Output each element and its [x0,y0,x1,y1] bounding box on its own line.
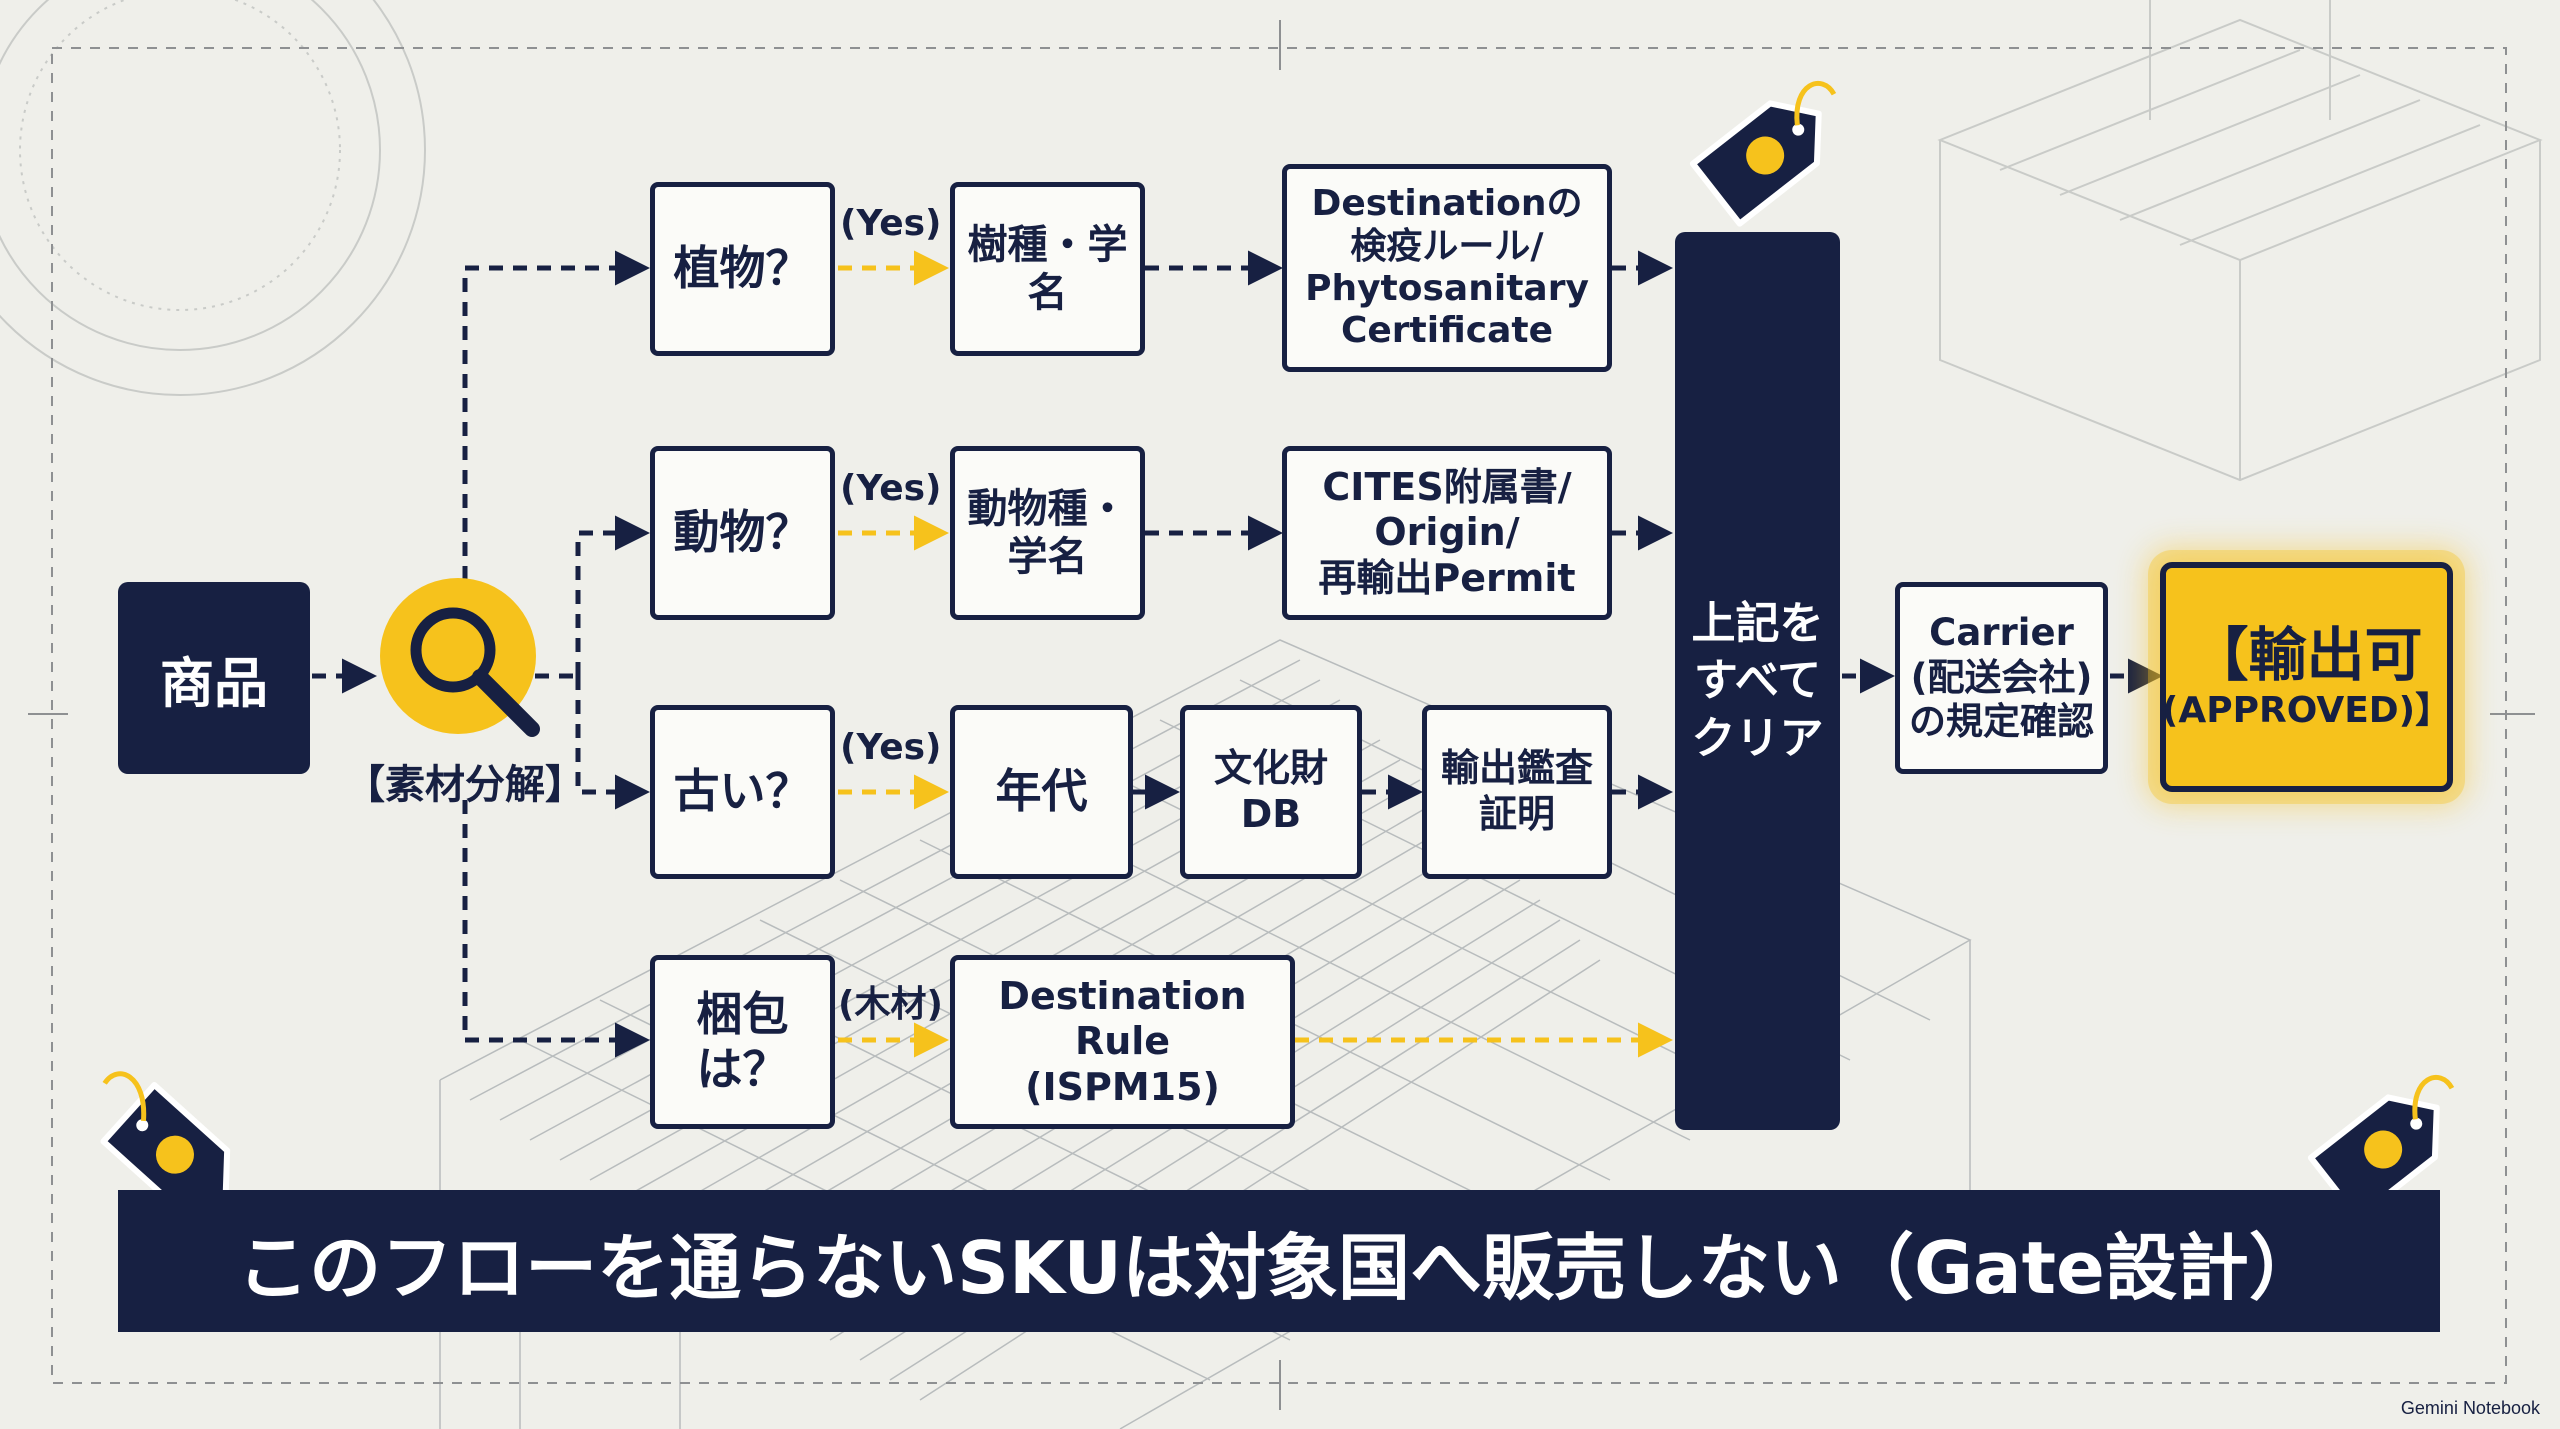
label-yes-old: (Yes) [840,727,942,768]
gate-clear-all: 上記を すべて クリア [1675,232,1840,1130]
edge-to-packaging [462,800,650,1058]
approved-sub-text: (APPROVED)】 [2161,689,2452,731]
node-export-certificate: 輸出鑑査 証明 [1422,705,1612,879]
price-tag-icon [100,1071,231,1211]
label-yes-animal: (Yes) [840,468,942,509]
label-material-breakdown: 【素材分解】 [345,762,585,808]
node-carrier-check: Carrier (配送会社) の規定確認 [1895,582,2108,774]
watermark: Gemini Notebook [2400,1398,2540,1418]
magnifier-icon [380,578,540,737]
node-packaging-rule: Destination Rule (ISPM15) [950,955,1295,1129]
node-old-question: 古い？ [650,705,835,879]
node-plant-rule: Destinationの 検疫ルール/ Phytosanitary Certif… [1282,164,1612,372]
edge-to-old [575,676,650,810]
node-animal-species: 動物種・ 学名 [950,446,1145,620]
edge-to-plant [462,250,650,580]
approved-badge: 【輸出可 (APPROVED)】 [2160,562,2453,792]
node-era: 年代 [950,705,1133,879]
price-tag-icon [1689,81,1837,227]
edge-to-animal [575,515,650,676]
gate-banner: このフローを通らないSKUは対象国へ販売しない（Gate設計） [118,1190,2440,1332]
node-plant-species: 樹種・学名 [950,182,1145,356]
label-wood: (木材) [838,984,943,1025]
node-product: 商品 [118,582,310,774]
node-animal-rule: CITES附属書/ Origin/ 再輸出Permit [1282,446,1612,620]
label-yes-plant: (Yes) [840,203,942,244]
node-animal-question: 動物？ [650,446,835,620]
node-packaging-question: 梱包は？ [650,955,835,1129]
node-plant-question: 植物？ [650,182,835,356]
approved-main-text: 【輸出可 [2190,621,2423,690]
node-cultural-db: 文化財DB [1180,705,1362,879]
